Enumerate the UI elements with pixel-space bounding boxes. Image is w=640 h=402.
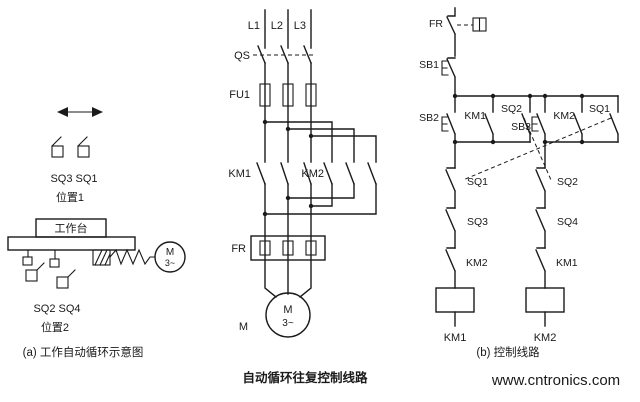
km1-interlock-label: KM1 (556, 257, 578, 269)
qs-label: QS (234, 50, 250, 62)
fu1-label: FU1 (229, 89, 250, 101)
striker-dogs (22, 249, 60, 268)
motor-main-label: M (283, 304, 292, 316)
limit-switch-linkage-dashed (462, 117, 612, 181)
position2-label: 位置2 (41, 320, 69, 334)
caption-panel-b: (b) 控制线路 (476, 345, 540, 359)
km1-seal-contact-symbol (484, 95, 494, 143)
sq2-sq4-label: SQ2 SQ4 (33, 303, 80, 315)
worktable-label: 工作台 (55, 221, 88, 235)
km1-main-contacts-symbol (256, 162, 312, 185)
sq1-no-label: SQ1 (589, 103, 610, 115)
sq3-nc-contact-symbol (445, 207, 456, 249)
diagram-title: 自动循环往复控制线路 (242, 370, 368, 385)
main-junction-dots (262, 119, 314, 217)
fuse-fu1-symbol (259, 83, 317, 107)
fr-control-label: FR (429, 18, 443, 30)
phase-wires (264, 9, 312, 298)
limit-switch-sq3-icon (51, 136, 64, 158)
panel-a: SQ3 SQ1 位置1 工作台 M 3~ (7, 107, 186, 359)
phase-l2-label: L2 (271, 20, 283, 32)
km2-coil-symbol (525, 287, 565, 327)
watermark: www.cntronics.com (491, 372, 620, 389)
fixed-block-hatch (92, 249, 111, 266)
sq1-nc-contact-symbol (445, 167, 456, 209)
sq1-no-contact-symbol (609, 95, 619, 143)
sq2-no-label: SQ2 (501, 103, 522, 115)
phase-l1-label: L1 (248, 20, 260, 32)
position1-label: 位置1 (56, 190, 84, 204)
sq4-nc-contact-symbol (535, 207, 546, 249)
sb3-start-button-symbol (531, 95, 546, 143)
motor-a-symbol: M 3~ (154, 241, 186, 273)
sb1-stop-button-symbol (441, 57, 456, 97)
sq2-nc-contact-symbol (535, 167, 546, 209)
double-arrow-icon (57, 107, 103, 117)
sb2-start-button-symbol (441, 95, 456, 143)
km1-coil-symbol (435, 287, 475, 327)
motor-a-phase: 3~ (165, 258, 175, 268)
limit-switch-sq4-icon (56, 269, 76, 289)
branch-wires (264, 121, 377, 163)
caption-panel-a: (a) 工作自动循环示意图 (23, 345, 144, 359)
km2-seal-contact-symbol (573, 95, 583, 143)
main-circuit: L1 L2 L3 QS FU1 KM1 KM2 (228, 9, 377, 338)
control-junction-dots (452, 93, 585, 145)
sq3-nc-label: SQ3 (467, 216, 488, 228)
km2-main-label: KM2 (301, 168, 324, 180)
spring-icon (109, 248, 156, 266)
sq3-sq1-label: SQ3 SQ1 (50, 173, 97, 185)
fr-thermal-element-symbol (250, 235, 326, 261)
km2-coil-label: KM2 (534, 332, 557, 344)
motor-main-symbol: M 3~ (265, 292, 311, 338)
sb1-label: SB1 (419, 59, 439, 71)
km1-main-label: KM1 (228, 168, 251, 180)
motor-side-label: M (239, 321, 248, 333)
sq4-nc-label: SQ4 (557, 216, 578, 228)
control-circuit: FR SB1 SB2 KM1 SQ2 (419, 7, 619, 359)
km2-interlock-contact-symbol (445, 247, 456, 289)
km1-coil-label: KM1 (444, 332, 467, 344)
km2-seal-label: KM2 (553, 110, 575, 122)
limit-switch-sq2-icon (25, 262, 45, 282)
km2-interlock-label: KM2 (466, 257, 488, 269)
phase-crossover-wires (264, 183, 377, 215)
km2-main-contacts-symbol (323, 162, 377, 185)
phase-l3-label: L3 (294, 20, 306, 32)
motor-a-label: M (166, 247, 174, 258)
limit-switch-sq1-icon (77, 136, 90, 158)
qs-knife-switch-symbol (253, 45, 315, 64)
sq2-nc-label: SQ2 (557, 176, 578, 188)
worktable: 工作台 (7, 218, 136, 251)
fr-nc-contact-symbol (446, 7, 487, 57)
sb2-label: SB2 (419, 112, 439, 124)
sq2-no-contact-symbol (521, 95, 531, 143)
sb3-label: SB3 (511, 121, 531, 133)
sq1-nc-label: SQ1 (467, 176, 488, 188)
fr-main-label: FR (231, 243, 246, 255)
km1-interlock-contact-symbol (535, 247, 546, 289)
km1-seal-label: KM1 (464, 110, 486, 122)
motor-main-phase: 3~ (282, 318, 294, 329)
